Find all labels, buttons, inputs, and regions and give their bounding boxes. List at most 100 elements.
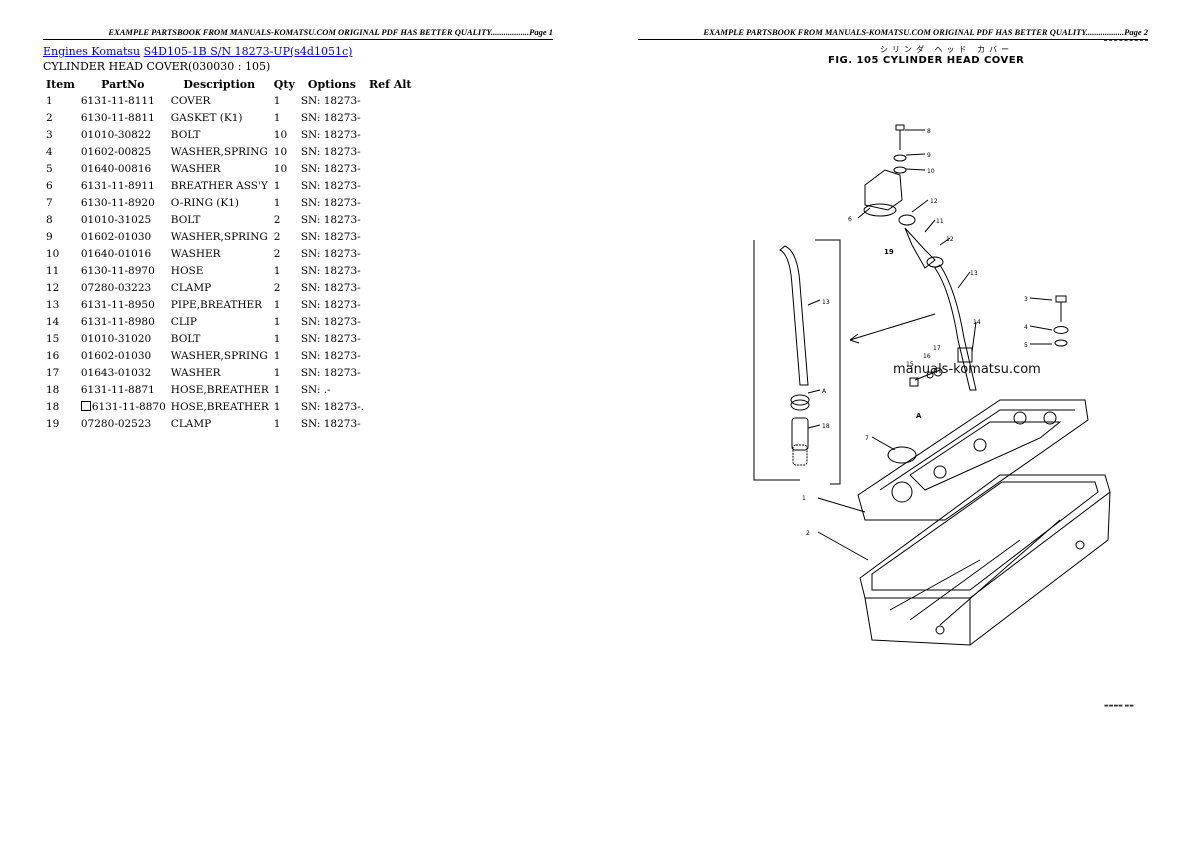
- cell-description: CLAMP: [170, 282, 212, 294]
- cylinder-head: [864, 491, 1111, 646]
- cell-ref-alt: [366, 314, 415, 331]
- cell-description: BOLT: [170, 129, 201, 141]
- cell-qty: 1: [273, 112, 281, 124]
- cell-description: WASHER,SPRING: [170, 231, 268, 243]
- cell-qty: 1: [273, 95, 281, 107]
- cell-options: SN: .-: [300, 384, 331, 396]
- cell-options: SN: 18273-: [300, 418, 361, 430]
- cell-partno: 6130-11-8970: [80, 265, 155, 277]
- cell-qty: 1: [273, 367, 281, 379]
- cell-description: WASHER,SPRING: [170, 350, 268, 362]
- cell-item: 6: [46, 180, 53, 192]
- cell-qty: 10: [273, 146, 288, 158]
- page-header-1: EXAMPLE PARTSBOOK FROM MANUALS-KOMATSU.C…: [43, 27, 553, 40]
- cylinder-head-cover: [857, 399, 1089, 521]
- callout-13-inset: 13: [822, 299, 830, 306]
- cell-item: 15: [46, 333, 60, 345]
- cell-options: SN: 18273-: [300, 333, 361, 345]
- cell-partno: 01010-31025: [80, 214, 152, 226]
- cell-ref-alt: [366, 212, 415, 229]
- cell-item: 14: [46, 316, 60, 328]
- callout-14: 14: [973, 319, 981, 326]
- cell-options: SN: 18273-: [300, 180, 361, 192]
- cell-qty: 1: [273, 418, 281, 430]
- cell-partno: 01010-30822: [80, 129, 152, 141]
- callout-11: 11: [936, 218, 944, 225]
- cell-partno: 01602-01030: [80, 350, 152, 362]
- col-header-options: Options: [307, 78, 356, 91]
- inset-breather-hose: [791, 417, 809, 451]
- cell-qty: 1: [273, 197, 281, 209]
- cell-description: WASHER,SPRING: [170, 146, 268, 158]
- cell-item: 11: [46, 265, 60, 277]
- cell-partno: 01602-00825: [80, 146, 152, 158]
- cell-qty: 1: [273, 350, 281, 362]
- cell-item: 13: [46, 299, 60, 311]
- breadcrumb-link-engines[interactable]: Engines Komatsu: [43, 45, 141, 58]
- callout-12b: 12: [946, 236, 954, 243]
- cell-ref-alt: [366, 297, 415, 314]
- cell-item: 8: [46, 214, 53, 226]
- reference-checkbox-icon: [80, 401, 91, 411]
- cell-partno: 01640-00816: [80, 163, 152, 175]
- cell-ref-alt: [366, 195, 415, 212]
- cell-item: 18: [46, 384, 60, 396]
- cell-partno: 6131-11-8111: [80, 95, 155, 107]
- col-header-qty: Qty: [273, 78, 295, 91]
- cell-description: BOLT: [170, 214, 201, 226]
- figure-code-top: [1104, 40, 1148, 44]
- breadcrumb-link-model[interactable]: S4D105-1B S/N 18273-UP(s4d1051c): [143, 45, 353, 58]
- cell-description: BOLT: [170, 333, 201, 345]
- callout-16: 16: [923, 353, 931, 360]
- cell-options: SN: 18273-.: [300, 401, 365, 413]
- cell-qty: 2: [273, 282, 281, 294]
- breadcrumb: Engines Komatsu S4D105-1B S/N 18273-UP(s…: [43, 45, 352, 59]
- cell-item: 5: [46, 163, 53, 175]
- cell-partno: 07280-03223: [80, 282, 152, 294]
- cell-item: 10: [46, 248, 60, 260]
- cell-options: SN: 18273-: [300, 316, 361, 328]
- cell-ref-alt: [366, 365, 415, 382]
- cell-qty: 1: [273, 401, 281, 413]
- cell-item: 16: [46, 350, 60, 362]
- cell-partno: 6131-11-8950: [80, 299, 155, 311]
- cell-ref-alt: [366, 93, 415, 110]
- cell-partno: 01602-01030: [80, 231, 152, 243]
- cell-ref-alt: [366, 348, 415, 365]
- cell-options: SN: 18273-: [300, 231, 361, 243]
- cell-partno: 01010-31020: [80, 333, 152, 345]
- cell-description: HOSE: [170, 265, 204, 277]
- table-row: 5 01640-00816 WASHER 10 SN: 18273-: [43, 161, 415, 178]
- cell-description: O-RING (K1): [170, 197, 240, 209]
- cell-ref-alt: [366, 161, 415, 178]
- cell-ref-alt: [366, 263, 415, 280]
- cell-qty: 2: [273, 214, 281, 226]
- exploded-parts-diagram: 13 A 18 1 2 7 3 4 5 6 8 9 10 12 11 12 13…: [753, 124, 1111, 646]
- callout-2: 2: [806, 530, 810, 537]
- cell-ref-alt: [366, 144, 415, 161]
- cell-partno: 6130-11-8920: [80, 197, 155, 209]
- cell-ref-alt: [366, 110, 415, 127]
- cell-options: SN: 18273-: [300, 163, 361, 175]
- cell-options: SN: 18273-: [300, 282, 361, 294]
- cell-ref-alt: [366, 416, 415, 433]
- cell-partno: 6131-11-8871: [80, 384, 155, 396]
- cell-item: 4: [46, 146, 53, 158]
- callout-12a: 12: [930, 198, 938, 205]
- cell-description: WASHER: [170, 163, 221, 175]
- cell-qty: 1: [273, 384, 281, 396]
- cell-options: SN: 18273-: [300, 129, 361, 141]
- cell-qty: 10: [273, 163, 288, 175]
- callout-17: 17: [933, 345, 941, 352]
- cell-options: SN: 18273-: [300, 248, 361, 260]
- cell-options: SN: 18273-: [300, 367, 361, 379]
